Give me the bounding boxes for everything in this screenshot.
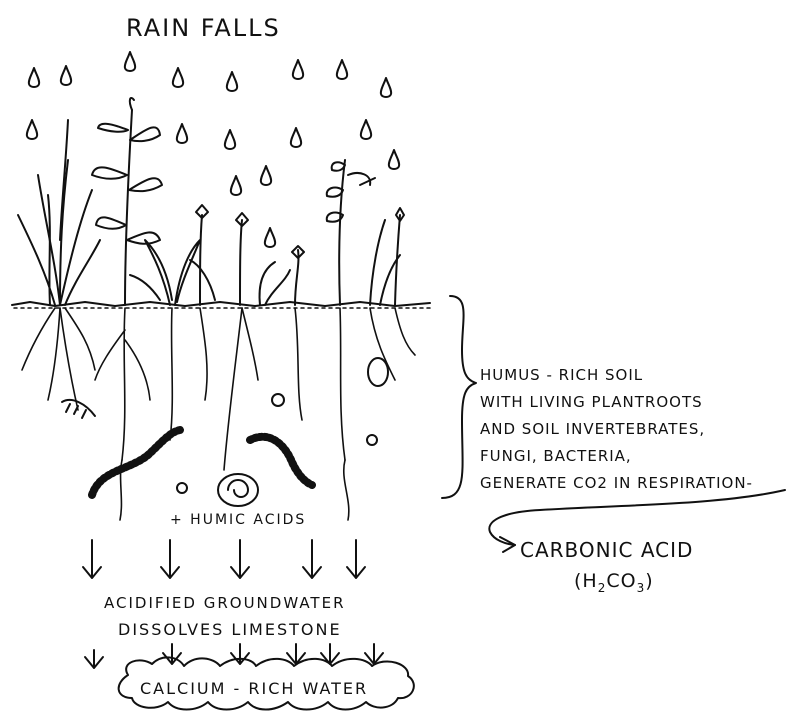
down-arrow xyxy=(365,644,383,664)
down-arrow xyxy=(303,540,321,578)
raindrop xyxy=(337,60,347,79)
down-arrow xyxy=(161,540,179,578)
raindrop xyxy=(225,130,235,149)
calcium-rich-water-label: CALCIUM - RICH WATER xyxy=(140,679,368,698)
down-arrow xyxy=(85,650,103,668)
carbonic-acid-label: CARBONIC ACID xyxy=(520,538,693,562)
soil-layer-brace xyxy=(442,296,476,498)
soil-description-line: WITH LIVING PLANTROOTS xyxy=(480,389,753,416)
raindrop xyxy=(27,120,37,139)
raindrop xyxy=(291,128,301,147)
down-arrow xyxy=(83,540,101,578)
groundwater-label-line-2: DISSOLVES LIMESTONE xyxy=(118,620,342,639)
raindrop xyxy=(231,176,241,195)
humic-acids-label: + HUMIC ACIDS xyxy=(170,512,306,528)
raindrop xyxy=(227,72,237,91)
raindrop xyxy=(381,78,391,97)
soil-surface-line xyxy=(12,302,430,306)
raindrop xyxy=(173,68,183,87)
raindrop xyxy=(125,52,135,71)
raindrop xyxy=(293,60,303,79)
raindrop xyxy=(389,150,399,169)
raindrop xyxy=(361,120,371,139)
plants xyxy=(18,98,404,305)
raindrop xyxy=(265,228,275,247)
down-arrow xyxy=(231,540,249,578)
soil-description-line: AND SOIL INVERTEBRATES, xyxy=(480,416,753,443)
groundwater-label-line-1: ACIDIFIED GROUNDWATER xyxy=(104,594,346,612)
soil-invertebrates xyxy=(62,358,388,506)
raindrop xyxy=(261,166,271,185)
soil-description: HUMUS - RICH SOIL WITH LIVING PLANTROOTS… xyxy=(480,362,753,497)
raindrop xyxy=(61,66,71,85)
raindrop xyxy=(29,68,39,87)
raindrop xyxy=(177,124,187,143)
down-arrow xyxy=(231,644,249,664)
down-arrow xyxy=(347,540,365,578)
diagram-title: RAIN FALLS xyxy=(126,14,281,42)
carbonic-acid-formula: (H2CO3) xyxy=(574,570,654,595)
soil-description-line: GENERATE CO2 IN RESPIRATION- xyxy=(480,470,753,497)
soil-description-line: HUMUS - RICH SOIL xyxy=(480,362,753,389)
soil-description-line: FUNGI, BACTERIA, xyxy=(480,443,753,470)
respiration-arrow xyxy=(489,490,785,545)
